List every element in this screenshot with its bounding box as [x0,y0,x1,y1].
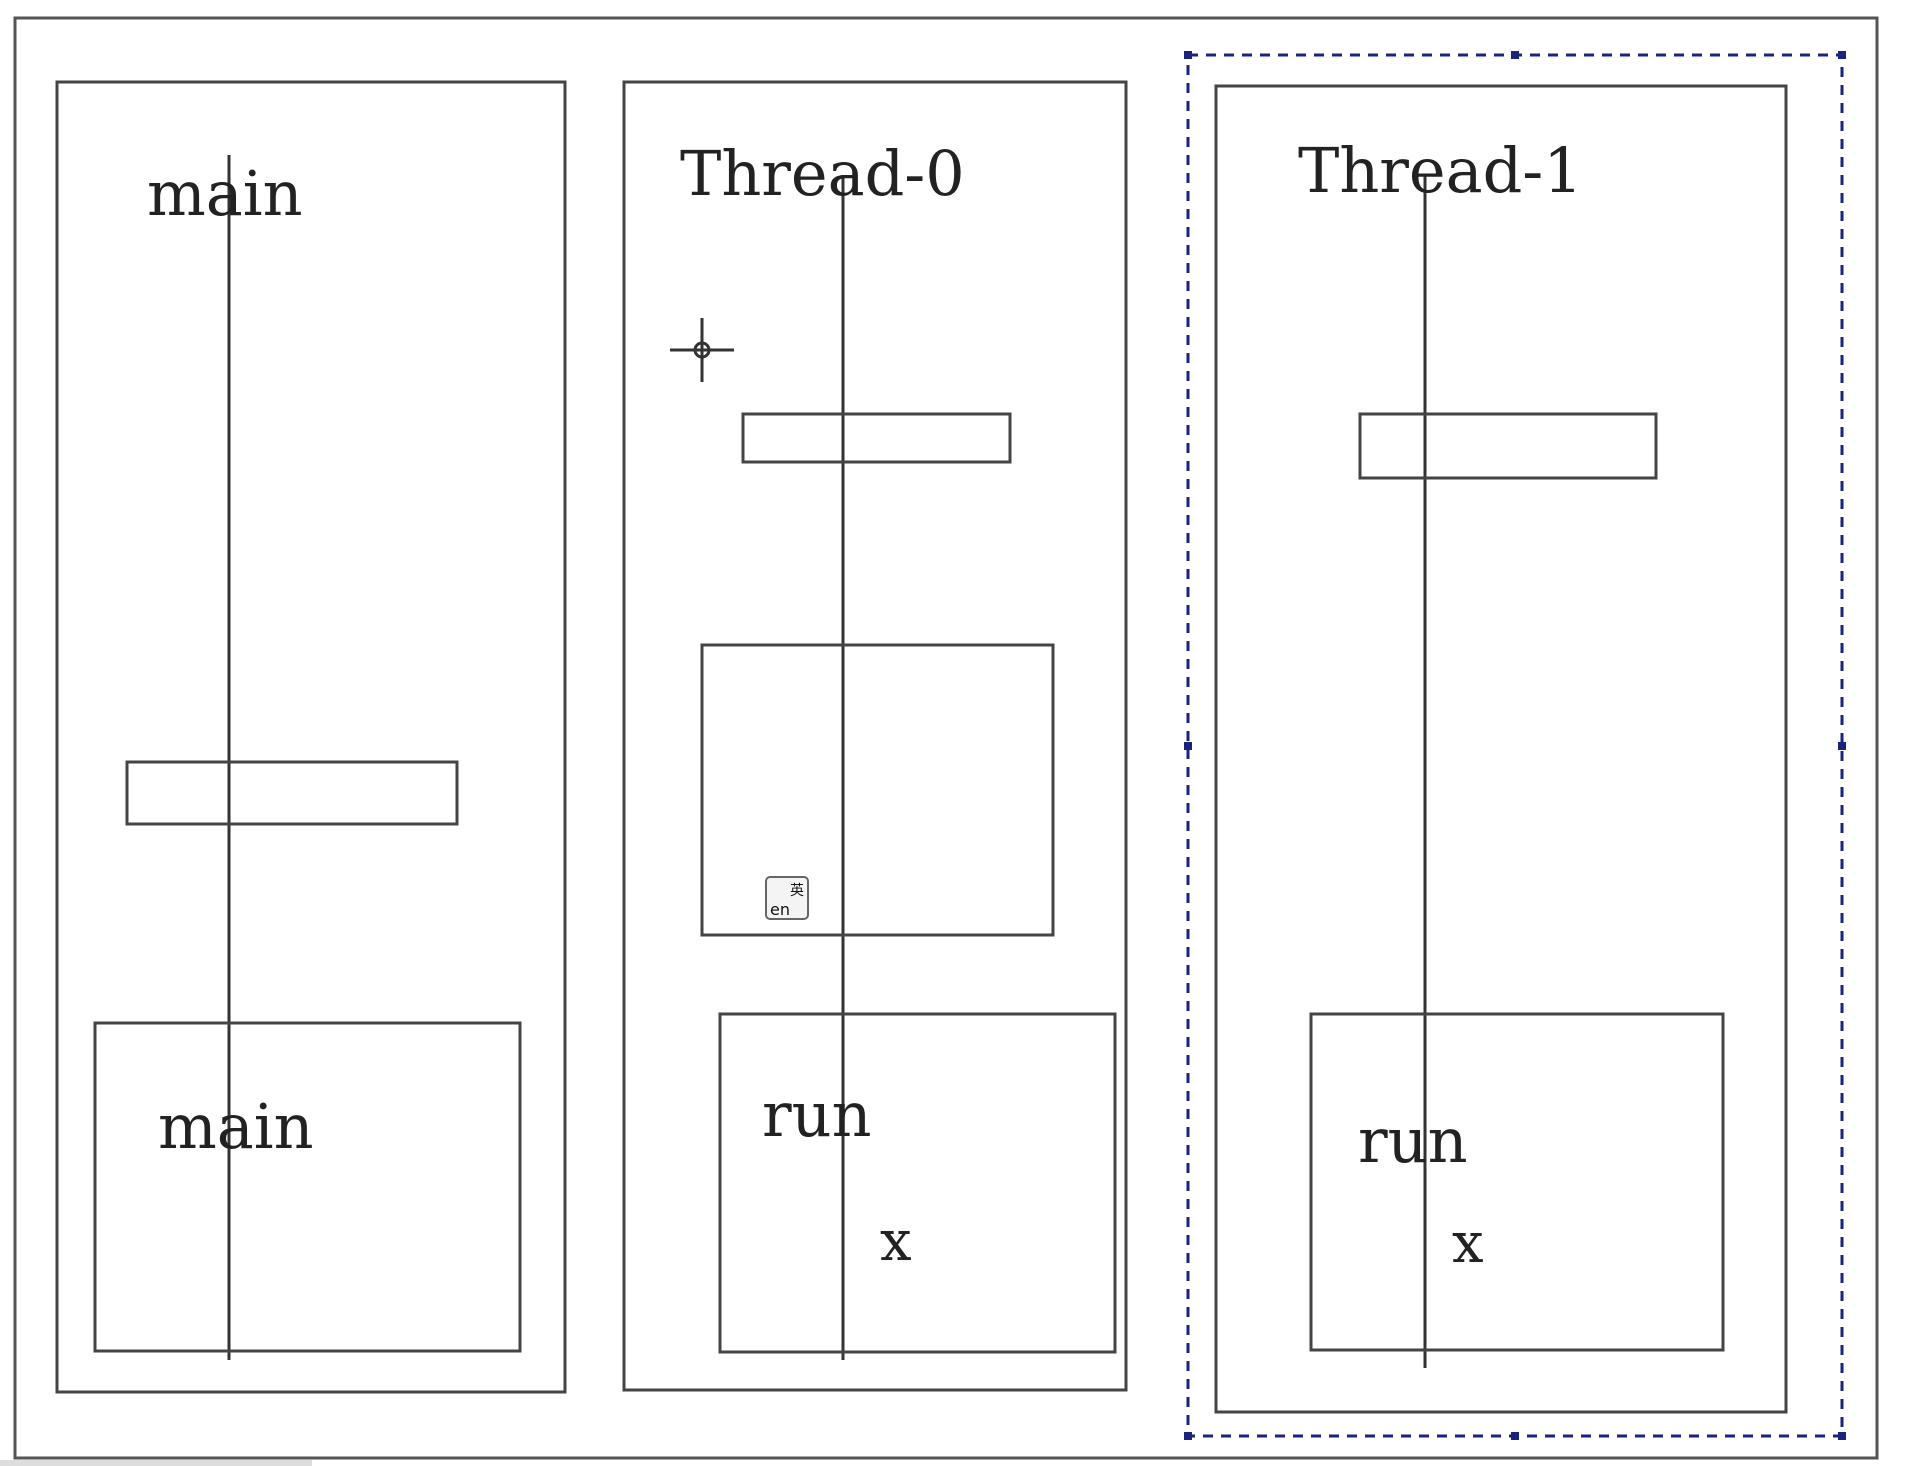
crosshair-cursor-icon [670,318,734,382]
thread-stack-thread-1 [1214,84,1788,1414]
stack-frame-thread-0 [718,1012,1117,1354]
local-variable-thread-0: x [880,1209,912,1274]
object-box-thread-0 [700,643,1055,937]
thread-stack-main [55,80,567,1394]
stack-frame-main [93,1021,522,1353]
stack-frame-thread-1 [1309,1012,1725,1352]
frame-label-thread-0: run [762,1078,872,1151]
selection-handle-left[interactable] [1184,742,1192,750]
selection-handle-top-left[interactable] [1184,51,1192,59]
thread-stack-thread-0 [622,80,1128,1392]
selection-handle-right[interactable] [1838,742,1846,750]
frame-label-thread-1: run [1358,1104,1468,1177]
outer-frame [13,16,1879,1460]
selection-handle-top[interactable] [1511,51,1519,59]
ime-latin-label: en [770,900,790,919]
selection-marquee[interactable] [1184,51,1846,1440]
ime-han-label: 英 [790,882,804,899]
thread-slot-thread-0 [741,412,1012,464]
frame-label-main: main [158,1090,314,1163]
selection-handle-bottom-right[interactable] [1838,1432,1846,1440]
local-variable-thread-1: x [1452,1211,1484,1276]
horizontal-scrollbar[interactable] [0,1460,312,1466]
ime-language-icon[interactable]: en 英 [765,876,809,920]
thread-slot-main [125,760,459,826]
thread-column-thread-0: Thread-0 en 英 run x [622,80,1128,1392]
thread-name-thread-0: Thread-0 [680,137,965,210]
thread-column-main: main main [55,80,567,1394]
selection-handle-bottom-left[interactable] [1184,1432,1192,1440]
selection-handle-top-right[interactable] [1838,51,1846,59]
thread-column-thread-1: Thread-1 run x [1184,51,1846,1440]
selection-handle-bottom[interactable] [1511,1432,1519,1440]
thread-name-main: main [147,157,303,230]
thread-name-thread-1: Thread-1 [1298,134,1583,207]
thread-slot-thread-1 [1358,412,1658,480]
